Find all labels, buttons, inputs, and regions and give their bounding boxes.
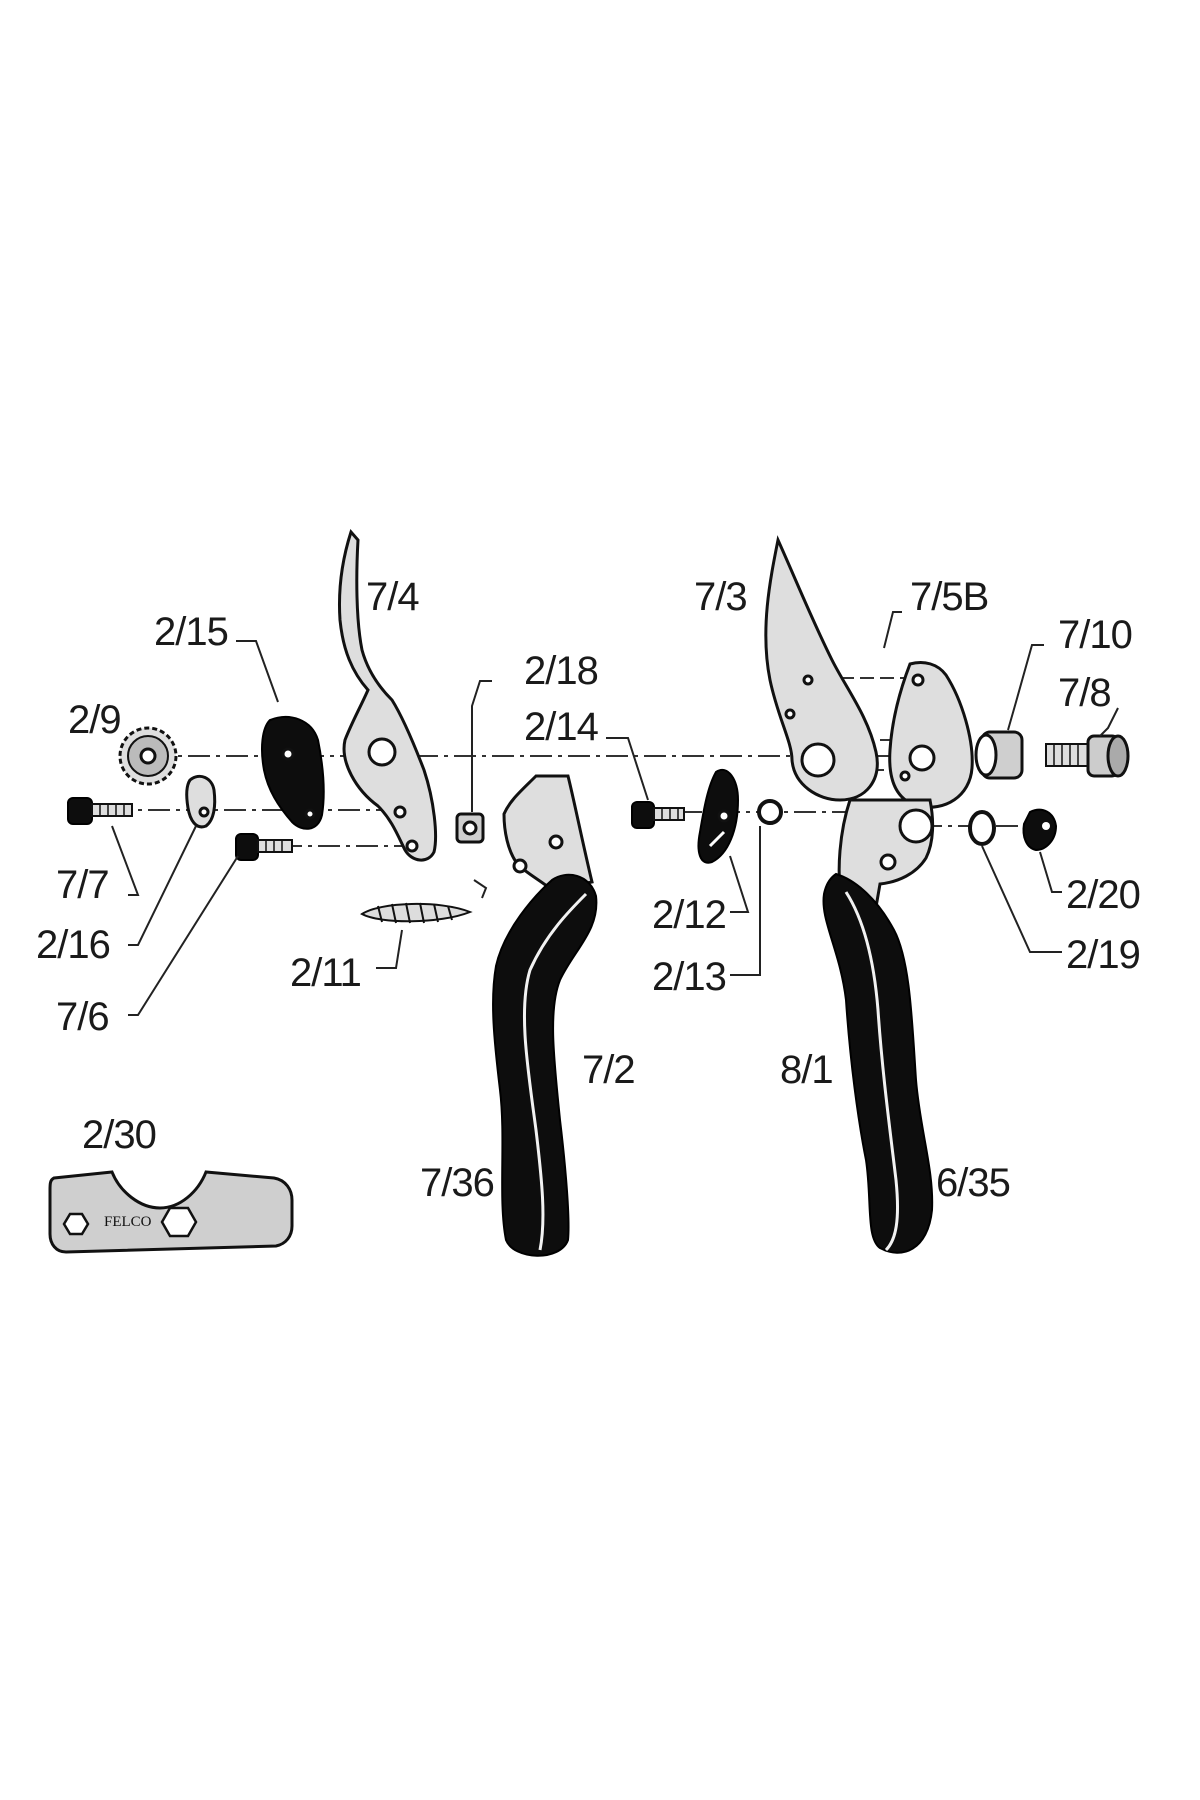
part-2-15-latch-plate: [261, 715, 325, 830]
part-2-13-washer: [757, 799, 783, 825]
part-2-11-spring: [360, 902, 473, 924]
label-7-7: 7/7: [56, 863, 109, 907]
part-7-5B-anvil-plate: [888, 660, 974, 809]
label-2-13: 2/13: [652, 955, 726, 999]
label-8-1: 8/1: [780, 1048, 833, 1092]
label-2-18: 2/18: [524, 649, 598, 693]
part-2-20-cap-nut: [1022, 808, 1058, 852]
leader-lines: [111, 611, 1119, 1016]
part-7-10-bushing: [974, 730, 1024, 780]
label-7-10: 7/10: [1058, 613, 1132, 657]
label-2-9: 2/9: [68, 698, 121, 742]
label-7-6: 7/6: [56, 995, 109, 1039]
part-7-8-pivot-bolt: [1045, 734, 1130, 778]
part-2-12-sap-clip: [697, 769, 740, 864]
part-2-14-screw: [631, 801, 685, 829]
felco-logo: FELCO: [104, 1214, 152, 1230]
label-7-2: 7/2: [582, 1048, 635, 1092]
label-2-19: 2/19: [1066, 933, 1140, 977]
label-7-5B: 7/5B: [910, 575, 988, 619]
part-7-7-bolt: [67, 797, 133, 825]
label-2-12: 2/12: [652, 893, 726, 937]
part-2-16-lock-washer: [185, 774, 217, 829]
part-8-1-upper-handle: [822, 798, 935, 1254]
label-7-8: 7/8: [1058, 671, 1111, 715]
label-7-4: 7/4: [366, 575, 419, 619]
part-7-3-cutting-blade: [764, 535, 879, 802]
part-7-6-screw: [235, 833, 293, 861]
part-7-4-upper-blade: [338, 529, 437, 862]
label-6-35: 6/35: [936, 1161, 1010, 1205]
part-7-2-lower-handle: [492, 774, 598, 1257]
label-2-16: 2/16: [36, 923, 110, 967]
label-2-15: 2/15: [154, 610, 228, 654]
part-2-30-wrench: FELCO: [48, 1170, 294, 1254]
part-2-19-ring-washer: [968, 810, 996, 846]
label-2-20: 2/20: [1066, 873, 1140, 917]
label-7-3: 7/3: [694, 575, 747, 619]
label-2-14: 2/14: [524, 705, 599, 749]
label-2-30: 2/30: [82, 1113, 156, 1157]
label-7-36: 7/36: [420, 1161, 494, 1205]
part-labels: 7/4 7/3 7/5B 7/10 7/8 2/15 2/18 2/14 2/9…: [36, 575, 1141, 1205]
part-2-18-nut: [455, 812, 485, 844]
part-2-9-adjusting-gear: [118, 726, 178, 786]
label-2-11: 2/11: [290, 951, 361, 995]
